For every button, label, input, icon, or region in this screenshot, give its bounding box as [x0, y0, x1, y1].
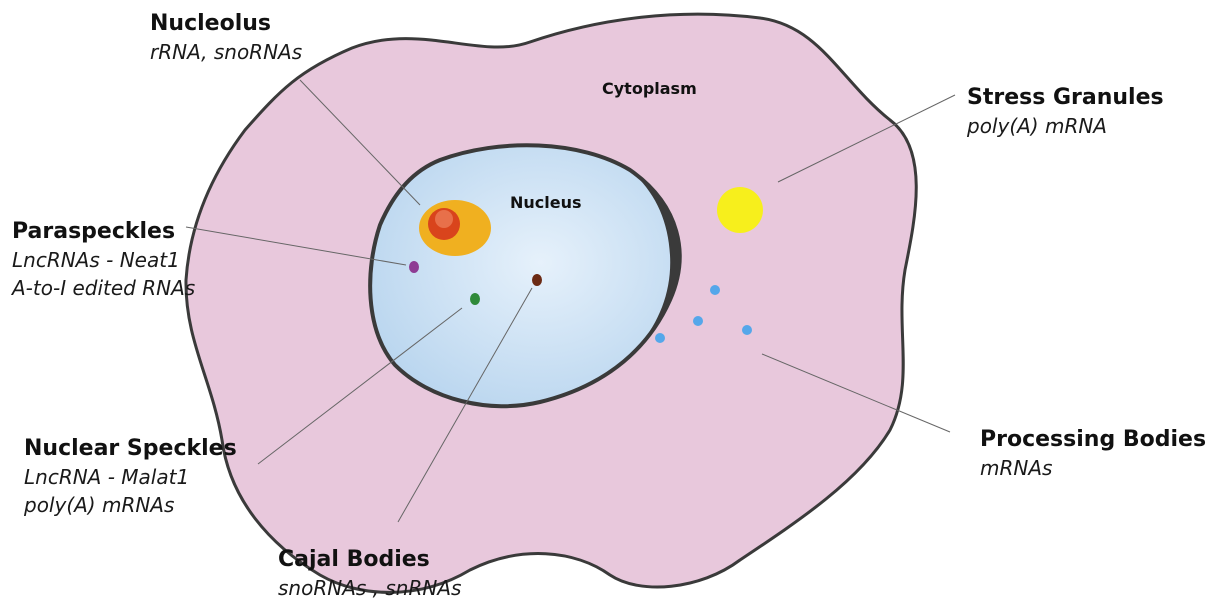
cajal-bodies-text: snoRNAs , snRNAs — [278, 574, 461, 602]
cajal-bodies-title: Cajal Bodies — [278, 546, 461, 574]
cytoplasm-label: Cytoplasm — [602, 79, 697, 98]
stress-granules-title: Stress Granules — [967, 84, 1164, 112]
nucleus-label: Nucleus — [510, 193, 582, 212]
cajal-body-dot — [532, 274, 542, 286]
processing-body-dot — [693, 316, 703, 326]
processing-bodies-text: mRNAs — [980, 454, 1206, 482]
processing-bodies-title: Processing Bodies — [980, 426, 1206, 454]
nuclear-speckle-dot — [470, 293, 480, 305]
paraspeckle-dot — [409, 261, 419, 273]
processing-body-dot — [710, 285, 720, 295]
processing-body-dot — [742, 325, 752, 335]
stress-granule — [717, 187, 763, 233]
paraspeckles-callout: Paraspeckles LncRNAs - Neat1 A-to-I edit… — [12, 218, 195, 302]
nucleolus-callout: Nucleolus rRNA, snoRNAs — [150, 10, 302, 66]
nucleolus-title: Nucleolus — [150, 10, 302, 38]
nuclear-speckles-title: Nuclear Speckles — [24, 435, 237, 463]
nucleolus-center — [435, 210, 453, 228]
paraspeckles-title: Paraspeckles — [12, 218, 195, 246]
stress-granules-callout: Stress Granules poly(A) mRNA — [967, 84, 1164, 140]
nuclear-speckles-callout: Nuclear Speckles LncRNA - Malat1 poly(A)… — [24, 435, 237, 519]
paraspeckles-text: LncRNAs - Neat1 — [12, 246, 195, 274]
paraspeckles-text: A-to-I edited RNAs — [12, 274, 195, 302]
nuclear-speckles-text: LncRNA - Malat1 — [24, 463, 237, 491]
nucleolus-text: rRNA, snoRNAs — [150, 38, 302, 66]
processing-body-dot — [655, 333, 665, 343]
cajal-bodies-callout: Cajal Bodies snoRNAs , snRNAs — [278, 546, 461, 602]
nuclear-speckles-text: poly(A) mRNAs — [24, 491, 237, 519]
processing-bodies-callout: Processing Bodies mRNAs — [980, 426, 1206, 482]
stress-granules-text: poly(A) mRNA — [967, 112, 1164, 140]
